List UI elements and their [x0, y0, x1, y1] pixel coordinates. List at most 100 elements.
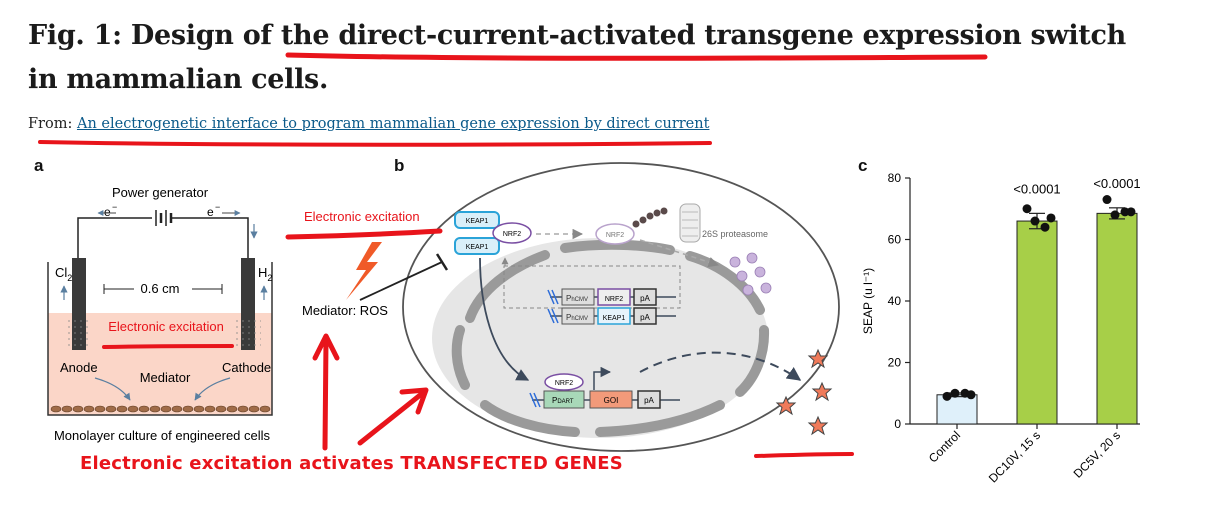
panel-b-diagram: PhCMV NRF2 pA PhCMV KEAP1 pA PDART GOI p…: [285, 162, 854, 458]
construct-nrf2: PhCMV NRF2 pA: [547, 288, 676, 306]
cell: [149, 405, 161, 413]
svg-text:PhCMV: PhCMV: [566, 294, 588, 303]
cell: [182, 405, 194, 413]
cell: [72, 405, 84, 413]
ubiquitin-chain: [632, 207, 668, 228]
y-tick-label: 60: [888, 233, 902, 247]
data-point: [1030, 216, 1040, 226]
data-point: [1102, 195, 1112, 205]
annotation-caption: Electronic excitation activates TRANSFEC…: [80, 453, 623, 474]
svg-text:NRF2: NRF2: [605, 296, 623, 303]
lightning-icon: [346, 242, 382, 300]
panel-a-letter: a: [34, 156, 44, 175]
from-label: From:: [28, 116, 73, 132]
svg-text:KEAP1: KEAP1: [603, 315, 626, 322]
cell: [237, 405, 249, 413]
svg-text:−: −: [112, 202, 117, 212]
svg-text:pA: pA: [644, 396, 654, 405]
electron-left-label: e: [104, 205, 111, 219]
x-tick-label: Control: [926, 428, 963, 465]
y-axis-label: SEAP (u l⁻¹): [861, 268, 875, 334]
monolayer-label: Monolayer culture of engineered cells: [54, 428, 271, 443]
cathode-label: Cathode: [222, 360, 271, 375]
cl2-label: Cl2: [55, 265, 72, 283]
cell: [160, 405, 172, 413]
proteasome-icon: [679, 203, 701, 243]
svg-text:GOI: GOI: [604, 396, 619, 405]
distance-label: 0.6 cm: [140, 281, 179, 296]
proteasome-label: 26S proteasome: [702, 229, 768, 239]
svg-text:pA: pA: [640, 294, 650, 303]
cell: [204, 405, 216, 413]
x-tick-label: DC10V, 15 s: [986, 428, 1043, 485]
cell: [259, 405, 271, 413]
y-tick-label: 20: [888, 356, 902, 370]
y-tick-label: 80: [888, 171, 902, 185]
svg-text:NRF2: NRF2: [503, 231, 521, 238]
data-point: [942, 391, 952, 401]
bar: [1016, 220, 1058, 425]
construct-keap1: PhCMV KEAP1 pA: [547, 307, 676, 325]
cell-monolayer: [50, 405, 271, 413]
cell: [116, 405, 128, 413]
data-point: [1126, 207, 1136, 217]
data-point: [1022, 204, 1032, 214]
cell: [248, 405, 260, 413]
figure-title: Fig. 1: Design of the direct-current-act…: [28, 20, 1126, 95]
svg-text:PDART: PDART: [552, 396, 574, 405]
y-tick-label: 40: [888, 294, 902, 308]
panel-b-letter: b: [394, 156, 405, 175]
x-tick-label: DC5V, 20 s: [1071, 428, 1124, 481]
svg-text:NRF2: NRF2: [555, 380, 573, 387]
panel-c-letter: c: [858, 156, 868, 175]
data-point: [966, 390, 976, 400]
annotation-arrows: [312, 333, 429, 451]
data-point: [1040, 222, 1050, 232]
panel-a-diagram: Power generator e − e − Cl2 H2 0.6 cm: [47, 185, 273, 443]
free-nrf2: [595, 223, 635, 245]
cell: [50, 405, 62, 413]
bar: [1096, 212, 1138, 425]
title-underline: [285, 52, 988, 61]
cell: [226, 405, 238, 413]
svg-text:−: −: [215, 202, 220, 212]
cell: [171, 405, 183, 413]
source-line: From: An electrogenetic interface to pro…: [28, 116, 709, 132]
cell: [127, 405, 139, 413]
y-tick-label: 0: [894, 417, 901, 431]
peptide-fragments: [729, 252, 772, 296]
source-link[interactable]: An electrogenetic interface to program m…: [76, 116, 710, 132]
nucleus: [432, 238, 768, 438]
svg-text:pA: pA: [640, 313, 650, 322]
svg-text:NRF2: NRF2: [606, 232, 624, 239]
cell: [105, 405, 117, 413]
svg-text:PhCMV: PhCMV: [566, 313, 588, 322]
cell: [138, 405, 150, 413]
electron-right-label: e: [207, 205, 214, 219]
construct-reporter: PDART GOI pA NRF2: [529, 351, 802, 409]
panel-b-excitation-label: Electronic excitation: [304, 209, 420, 224]
secreted-protein-icons: [775, 348, 833, 436]
svg-text:KEAP1: KEAP1: [466, 218, 489, 225]
data-point: [1110, 210, 1120, 220]
anode-label: Anode: [60, 360, 98, 375]
keap1-nrf2-complex: KEAP1 KEAP1 NRF2: [454, 211, 532, 255]
mediator-ros-label: Mediator: ROS: [302, 303, 388, 318]
panel-a-excitation-label: Electronic excitation: [108, 319, 224, 334]
cell: [61, 405, 73, 413]
cell: [215, 405, 227, 413]
p-value-label: <0.0001: [1013, 181, 1060, 196]
p-value-label: <0.0001: [1093, 176, 1140, 191]
h2-label: H2: [258, 265, 272, 283]
svg-text:KEAP1: KEAP1: [466, 244, 489, 251]
source-underline: [38, 140, 712, 147]
mediator-label: Mediator: [140, 370, 191, 385]
data-point: [1046, 213, 1056, 223]
cell: [94, 405, 106, 413]
data-point: [950, 388, 960, 398]
power-generator-label: Power generator: [112, 185, 209, 200]
cell: [193, 405, 205, 413]
cell: [83, 405, 95, 413]
